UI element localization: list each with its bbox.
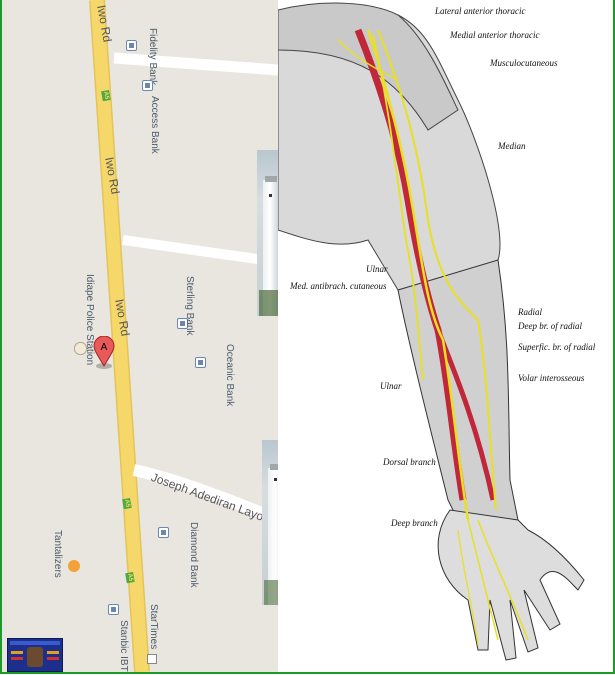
- place-stanbic-ibtc-bank[interactable]: Stanbic IBTC Bank: [118, 620, 129, 672]
- label-ulnar-upper: Ulnar: [366, 264, 388, 274]
- location-pin-icon[interactable]: A: [93, 336, 115, 370]
- label-musculocutaneous: Musculocutaneous: [490, 58, 558, 68]
- thumbnail-image[interactable]: [7, 638, 63, 672]
- label-median: Median: [498, 141, 526, 151]
- place-oceanic-bank[interactable]: Oceanic Bank: [224, 344, 235, 407]
- shop-icon[interactable]: [147, 654, 157, 664]
- label-med-antibrach-cutaneous: Med. antibrach. cutaneous: [290, 281, 387, 291]
- label-deep-branch: Deep branch: [391, 518, 438, 528]
- bank-icon[interactable]: [142, 80, 153, 91]
- label-medial-anterior-thoracic: Medial anterior thoracic: [450, 30, 540, 40]
- restaurant-icon[interactable]: [68, 560, 80, 572]
- place-tantalizers[interactable]: Tantalizers: [52, 530, 63, 578]
- place-fidelity-bank[interactable]: Fidelity Bank: [147, 28, 158, 86]
- marker-letter: A: [101, 342, 108, 353]
- bank-icon[interactable]: [126, 40, 137, 51]
- label-superfic-br-radial: Superfic. br. of radial: [518, 342, 596, 352]
- arm-anatomy-illustration: Lateral anterior thoracic Medial anterio…: [277, 0, 613, 672]
- route-shield: A5: [101, 90, 111, 101]
- tower-photo: [262, 440, 278, 605]
- label-lateral-anterior-thoracic: Lateral anterior thoracic: [435, 6, 526, 16]
- bank-icon[interactable]: [158, 527, 169, 538]
- police-icon[interactable]: [74, 342, 87, 355]
- arm-drawing: [277, 2, 585, 661]
- route-shield: A5: [125, 572, 135, 583]
- bank-icon[interactable]: [177, 318, 188, 329]
- bank-icon[interactable]: [108, 604, 119, 615]
- label-radial: Radial: [518, 307, 542, 317]
- label-deep-br-radial: Deep br. of radial: [518, 321, 582, 331]
- place-access-bank[interactable]: Access Bank: [149, 96, 160, 154]
- place-sterling-bank[interactable]: Sterling Bank: [184, 276, 195, 336]
- label-dorsal-branch: Dorsal branch: [383, 457, 436, 467]
- place-startimes[interactable]: StarTimes: [148, 604, 159, 650]
- route-shield: A5: [122, 498, 132, 509]
- label-ulnar-lower: Ulnar: [380, 381, 402, 391]
- bank-icon[interactable]: [195, 357, 206, 368]
- map-panel[interactable]: Iwo Rd Iwo Rd Iwo Rd Joseph Adediran Lay…: [2, 0, 278, 672]
- tower-photo: [257, 150, 278, 316]
- map-roads: [89, 0, 278, 672]
- label-volar-interosseous: Volar interosseous: [518, 373, 585, 383]
- place-diamond-bank[interactable]: Diamond Bank: [188, 522, 199, 588]
